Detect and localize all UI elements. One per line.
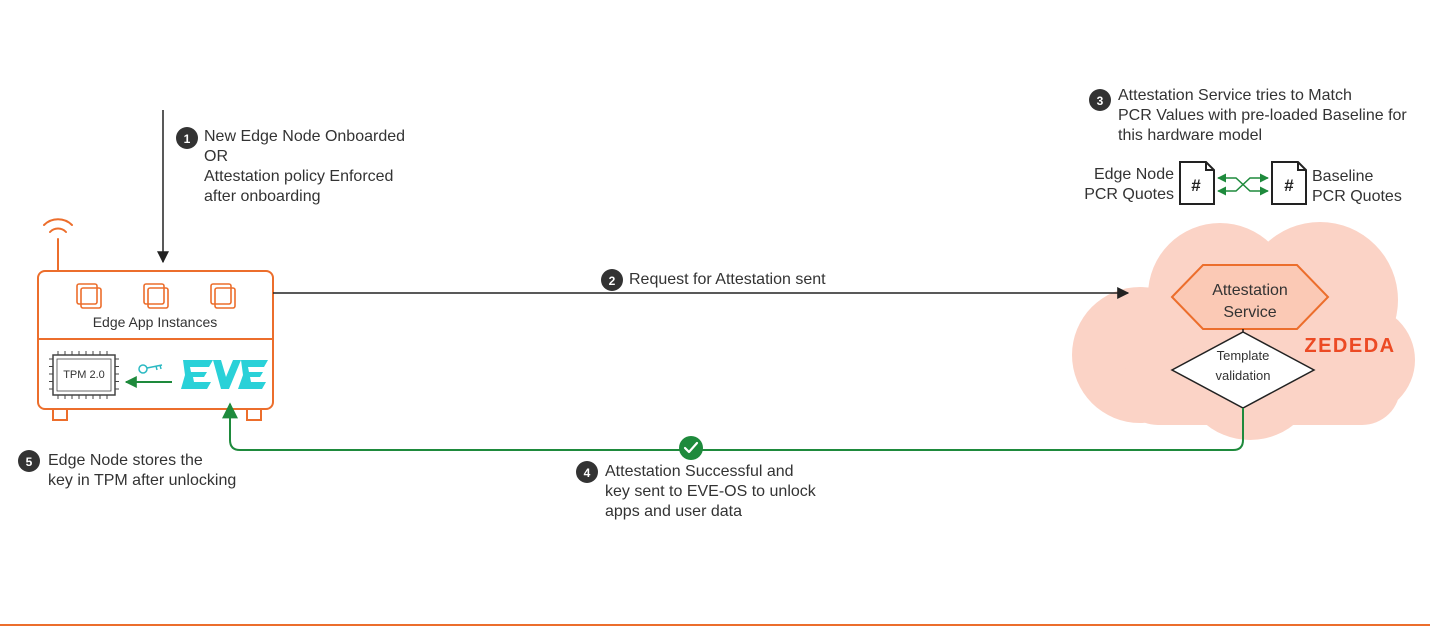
service-label-line2: Service [1223, 304, 1276, 321]
step5-line1: Edge Node stores the [48, 452, 203, 469]
step3-line2: PCR Values with pre-loaded Baseline for [1118, 107, 1407, 124]
step4-badge [576, 461, 598, 483]
attestation-service-node: Attestation Service [1170, 264, 1330, 330]
template-label-line1: Template [1217, 348, 1270, 363]
step4-line2: key sent to EVE-OS to unlock [605, 483, 817, 500]
step3-line3: this hardware model [1118, 127, 1262, 144]
step1-line2: OR [204, 148, 228, 165]
baseline-quotes-line2: PCR Quotes [1312, 188, 1402, 205]
edge-quote-document-icon: # [1179, 161, 1215, 205]
success-check-icon [679, 436, 703, 460]
tpm-label: TPM 2.0 [63, 369, 105, 381]
wifi-icon [43, 218, 73, 271]
edge-quotes-line2: PCR Quotes [1084, 186, 1174, 203]
step1-line4: after onboarding [204, 188, 321, 205]
key-icon [138, 364, 163, 374]
step1-line3: Attestation policy Enforced [204, 168, 393, 185]
app-instance-icon [210, 283, 236, 309]
app-instance-icon [76, 283, 102, 309]
step3-badge-number: 3 [1097, 94, 1104, 108]
baseline-quotes-line1: Baseline [1312, 168, 1373, 185]
eve-logo [181, 360, 268, 389]
template-label-line2: validation [1216, 368, 1271, 383]
edge-node-device [37, 270, 274, 421]
step5-line2: key in TPM after unlocking [48, 472, 236, 489]
svg-text:#: # [1284, 176, 1294, 195]
app-instance-icon [143, 283, 169, 309]
baseline-quote-document-icon: # [1271, 161, 1307, 205]
key-return-arrow [222, 402, 1244, 451]
step2-label: Request for Attestation sent [629, 271, 826, 288]
zededa-logo: ZEDEDA [1304, 335, 1395, 357]
step2-badge [601, 269, 623, 291]
edge-quotes-line1: Edge Node [1094, 166, 1174, 183]
step4-badge-number: 4 [584, 466, 591, 480]
template-validation-node: Template validation [1170, 331, 1316, 409]
step5-badge-number: 5 [26, 455, 33, 469]
edge-app-instances-label: Edge App Instances [93, 314, 218, 330]
step3-badge [1089, 89, 1111, 111]
step2-badge-number: 2 [609, 274, 616, 288]
step1-line1: New Edge Node Onboarded [204, 128, 405, 145]
quote-compare-arrows [1217, 173, 1269, 196]
step3-line1: Attestation Service tries to Match [1118, 87, 1352, 104]
step4-line3: apps and user data [605, 503, 742, 520]
step5-badge [18, 450, 40, 472]
step1-badge [176, 127, 198, 149]
service-label-line1: Attestation [1212, 282, 1288, 299]
step4-line1: Attestation Successful and [605, 463, 794, 480]
svg-text:#: # [1191, 176, 1201, 195]
step1-badge-number: 1 [184, 132, 191, 146]
tpm-chip: TPM 2.0 [49, 351, 119, 399]
